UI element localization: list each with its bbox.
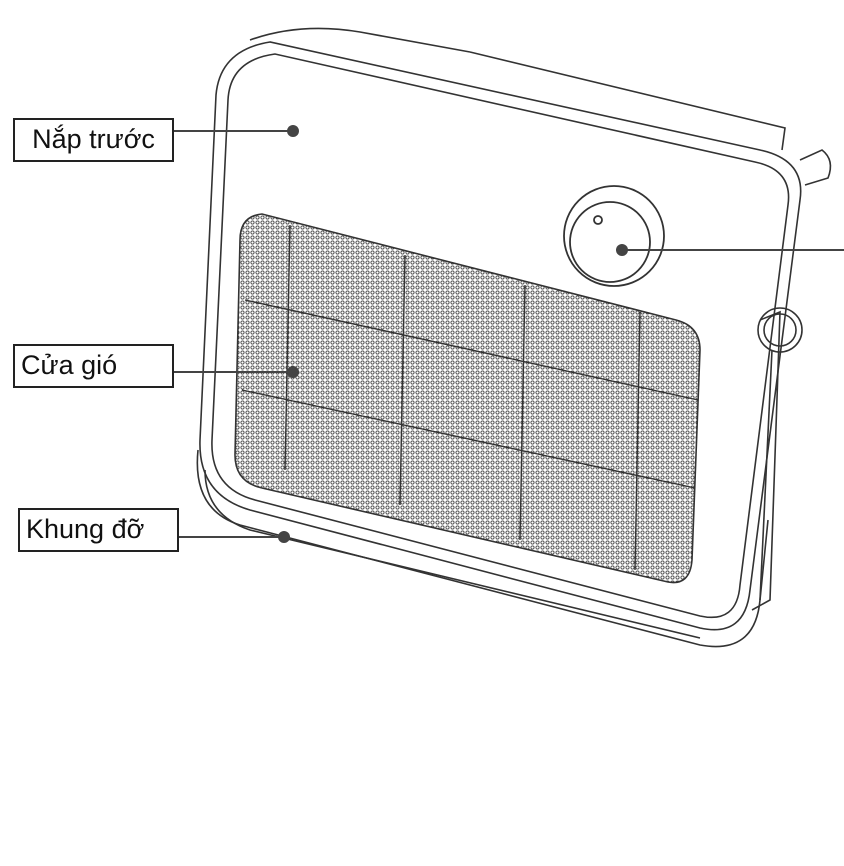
grille-ribs bbox=[241, 224, 699, 571]
label-support-frame: Khung đỡ bbox=[18, 508, 179, 552]
control-knob bbox=[563, 185, 665, 287]
heater-body bbox=[196, 27, 832, 648]
leader-lines bbox=[173, 130, 844, 538]
leader-dots bbox=[278, 125, 628, 543]
front-cover bbox=[199, 41, 802, 631]
air-vent-grille bbox=[234, 213, 701, 584]
label-air-vent: Cửa gió bbox=[13, 344, 174, 388]
support-frame bbox=[196, 449, 769, 648]
label-front-cover: Nắp trước bbox=[13, 118, 174, 162]
